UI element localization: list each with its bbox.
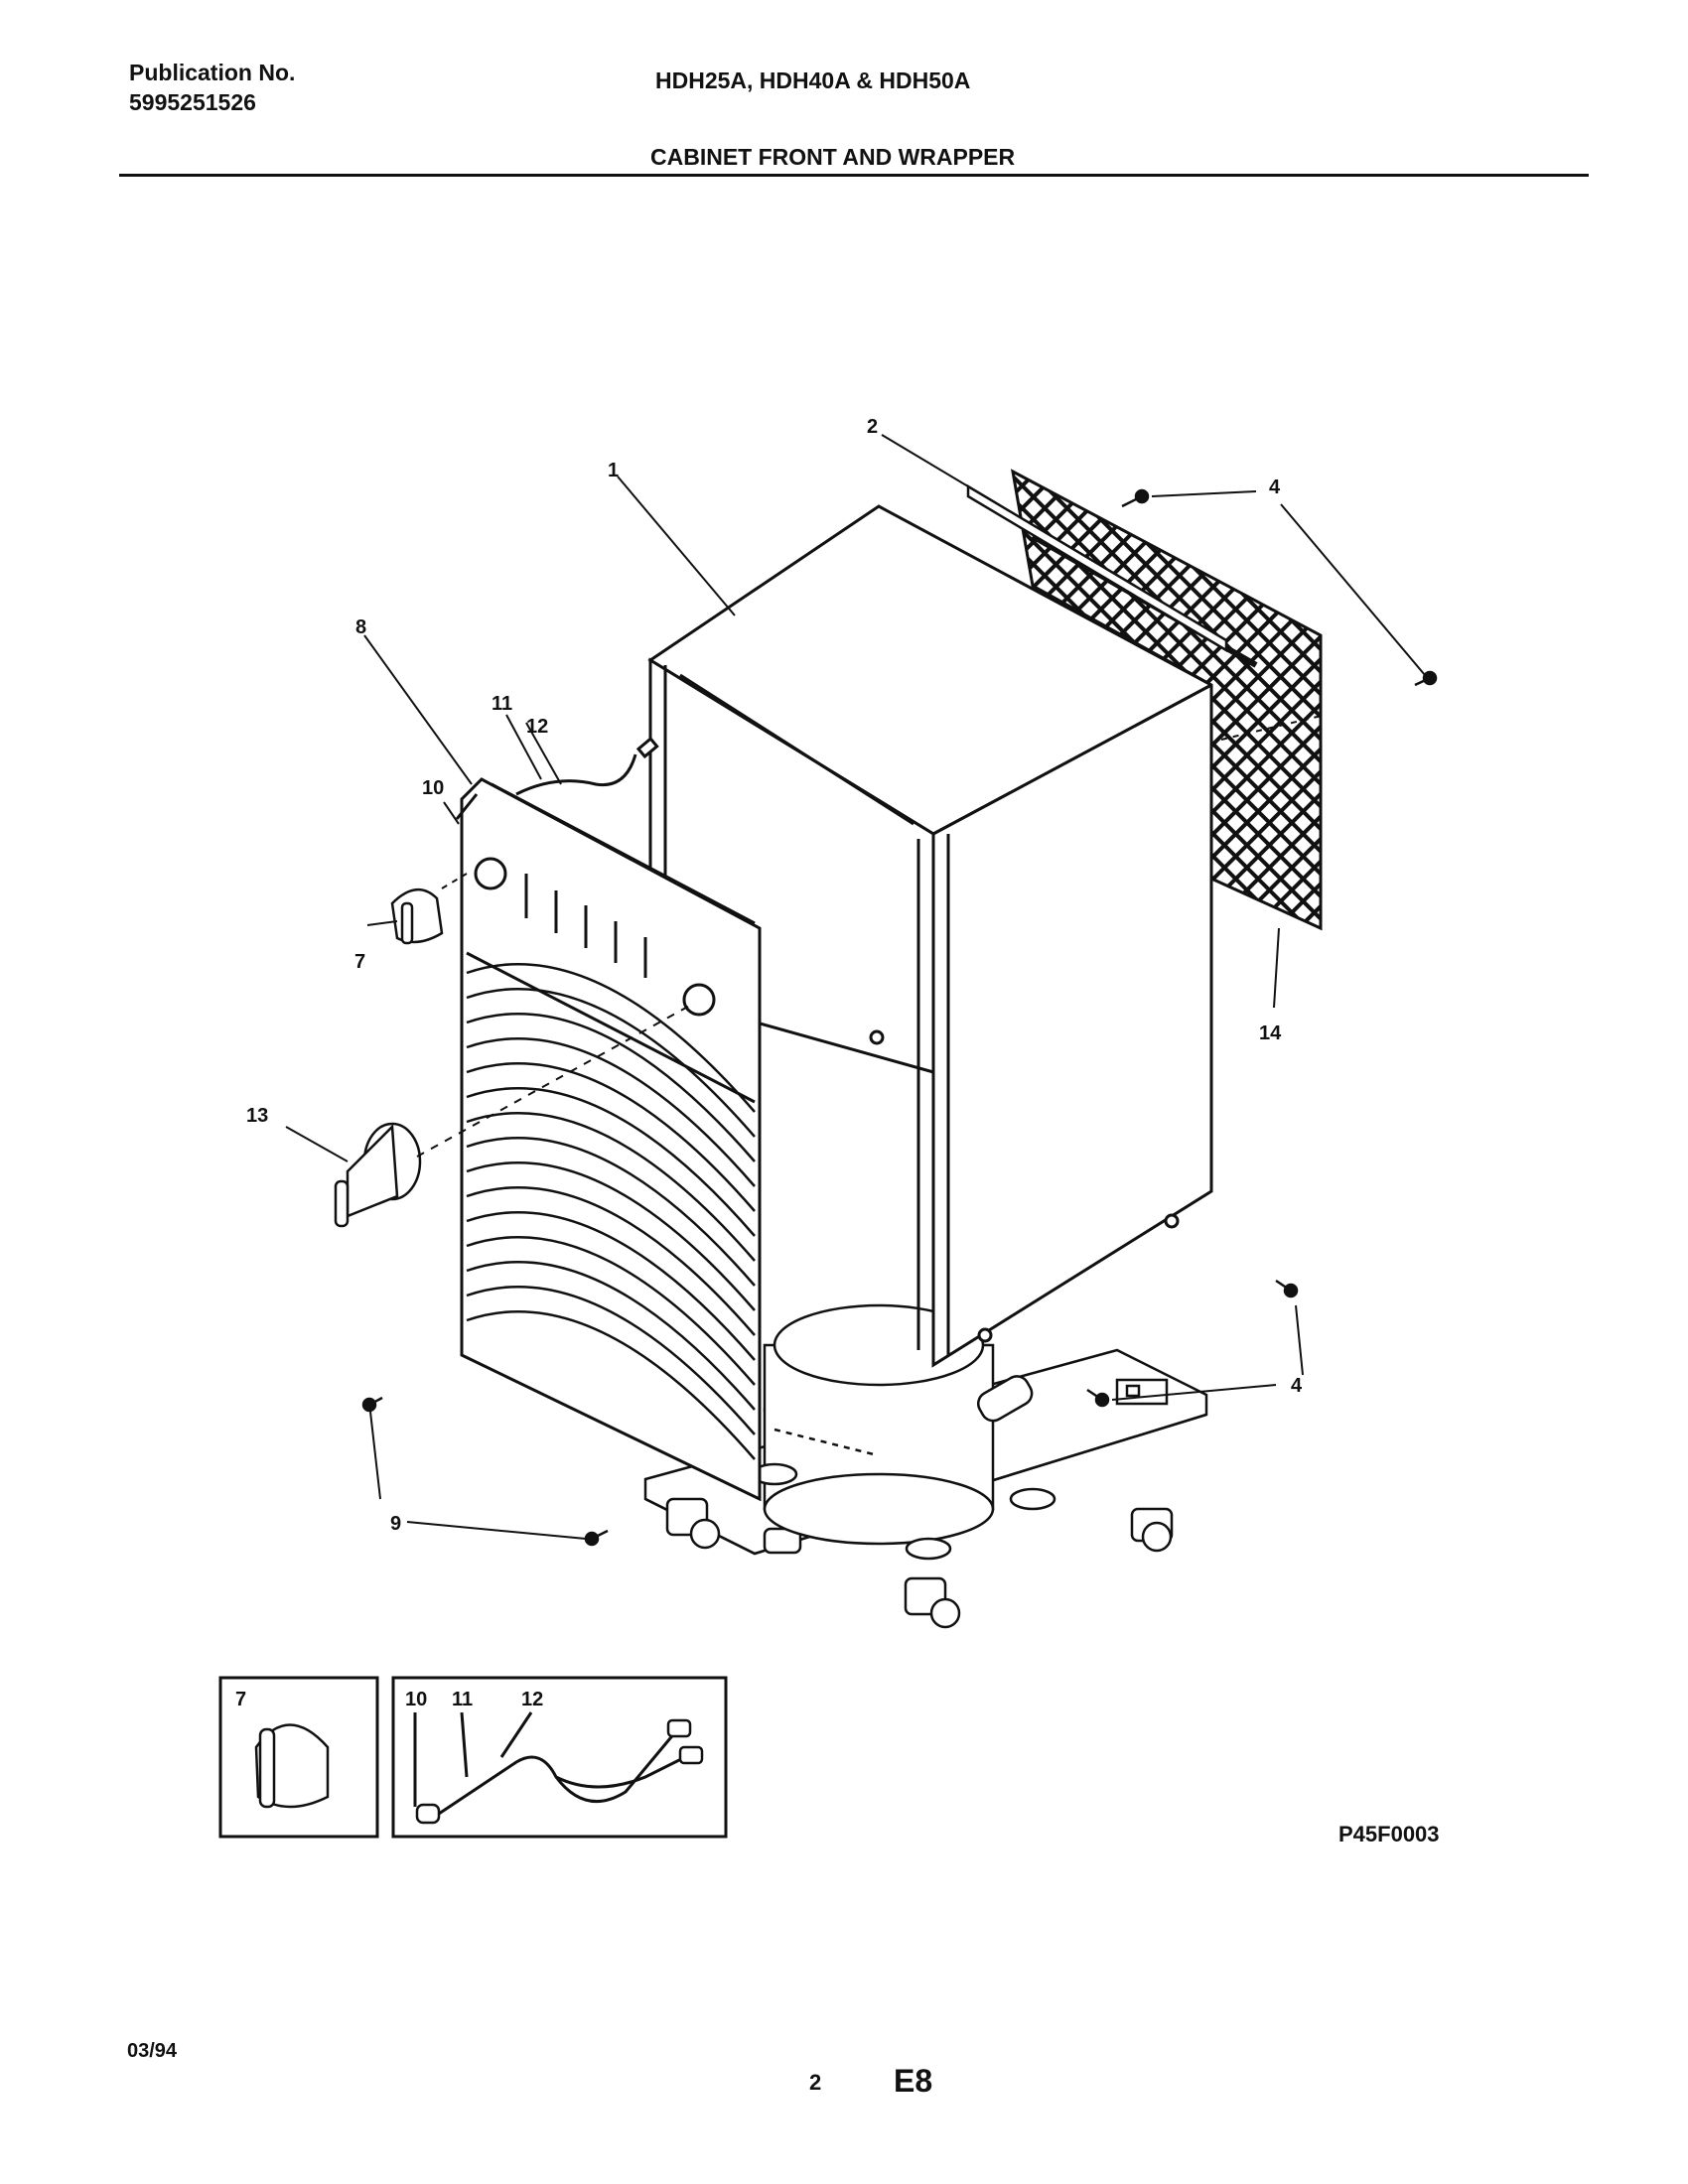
filter-strip <box>966 483 1228 653</box>
callout-11: 11 <box>492 693 512 715</box>
inset-harness-label-10: 10 <box>405 1689 427 1710</box>
callout-14: 14 <box>1259 1023 1282 1044</box>
screw <box>1086 1388 1110 1408</box>
callout-1: 1 <box>608 460 619 481</box>
control-knob-small <box>390 888 444 945</box>
inset-harness-label-11: 11 <box>452 1689 473 1710</box>
screw <box>584 1529 609 1547</box>
inset-knob: 7 <box>218 1676 379 1839</box>
caster <box>904 1576 961 1629</box>
screws <box>361 488 1438 1547</box>
wire-harness <box>455 736 659 820</box>
section-title: CABINET FRONT AND WRAPPER <box>650 144 1016 170</box>
diagram-code: P45F0003 <box>1338 1822 1440 1846</box>
callout-12: 12 <box>526 716 548 738</box>
callout-4: 4 <box>1291 1375 1303 1397</box>
inset-harness-label-12: 12 <box>521 1689 543 1710</box>
screw <box>1275 1279 1299 1298</box>
publication-number: 5995251526 <box>129 89 256 115</box>
compressor <box>751 1303 1056 1561</box>
caster <box>1130 1507 1174 1553</box>
inset-knob-label: 7 <box>235 1689 246 1710</box>
publication-block: Publication No. 5995251526 <box>129 58 295 117</box>
footer-date: 03/94 <box>127 2040 178 2062</box>
callout-8: 8 <box>355 616 366 638</box>
header-divider <box>119 174 1589 177</box>
front-panel-grille <box>460 777 762 1502</box>
callout-7: 7 <box>354 951 365 973</box>
inset-wire-harness: 10 11 12 <box>391 1676 728 1839</box>
callout-9: 9 <box>390 1513 401 1535</box>
callout-10: 10 <box>422 777 444 799</box>
screw <box>1414 670 1438 687</box>
caster <box>665 1497 721 1550</box>
callout-13: 13 <box>246 1105 268 1127</box>
screw <box>1121 488 1150 508</box>
control-knob-large <box>334 1122 422 1228</box>
leader-lines <box>285 434 1426 1540</box>
callout-numbers: 1 2 4 4 8 11 12 10 7 13 14 9 <box>246 416 1303 1535</box>
callout-2: 2 <box>867 416 878 438</box>
publication-label: Publication No. <box>129 60 296 85</box>
footer-page-number: 2 <box>809 2070 822 2095</box>
screw <box>361 1396 383 1413</box>
footer-section-code: E8 <box>894 2063 933 2099</box>
model-numbers: HDH25A, HDH40A & HDH50A <box>655 68 971 93</box>
callout-4: 4 <box>1269 477 1281 498</box>
